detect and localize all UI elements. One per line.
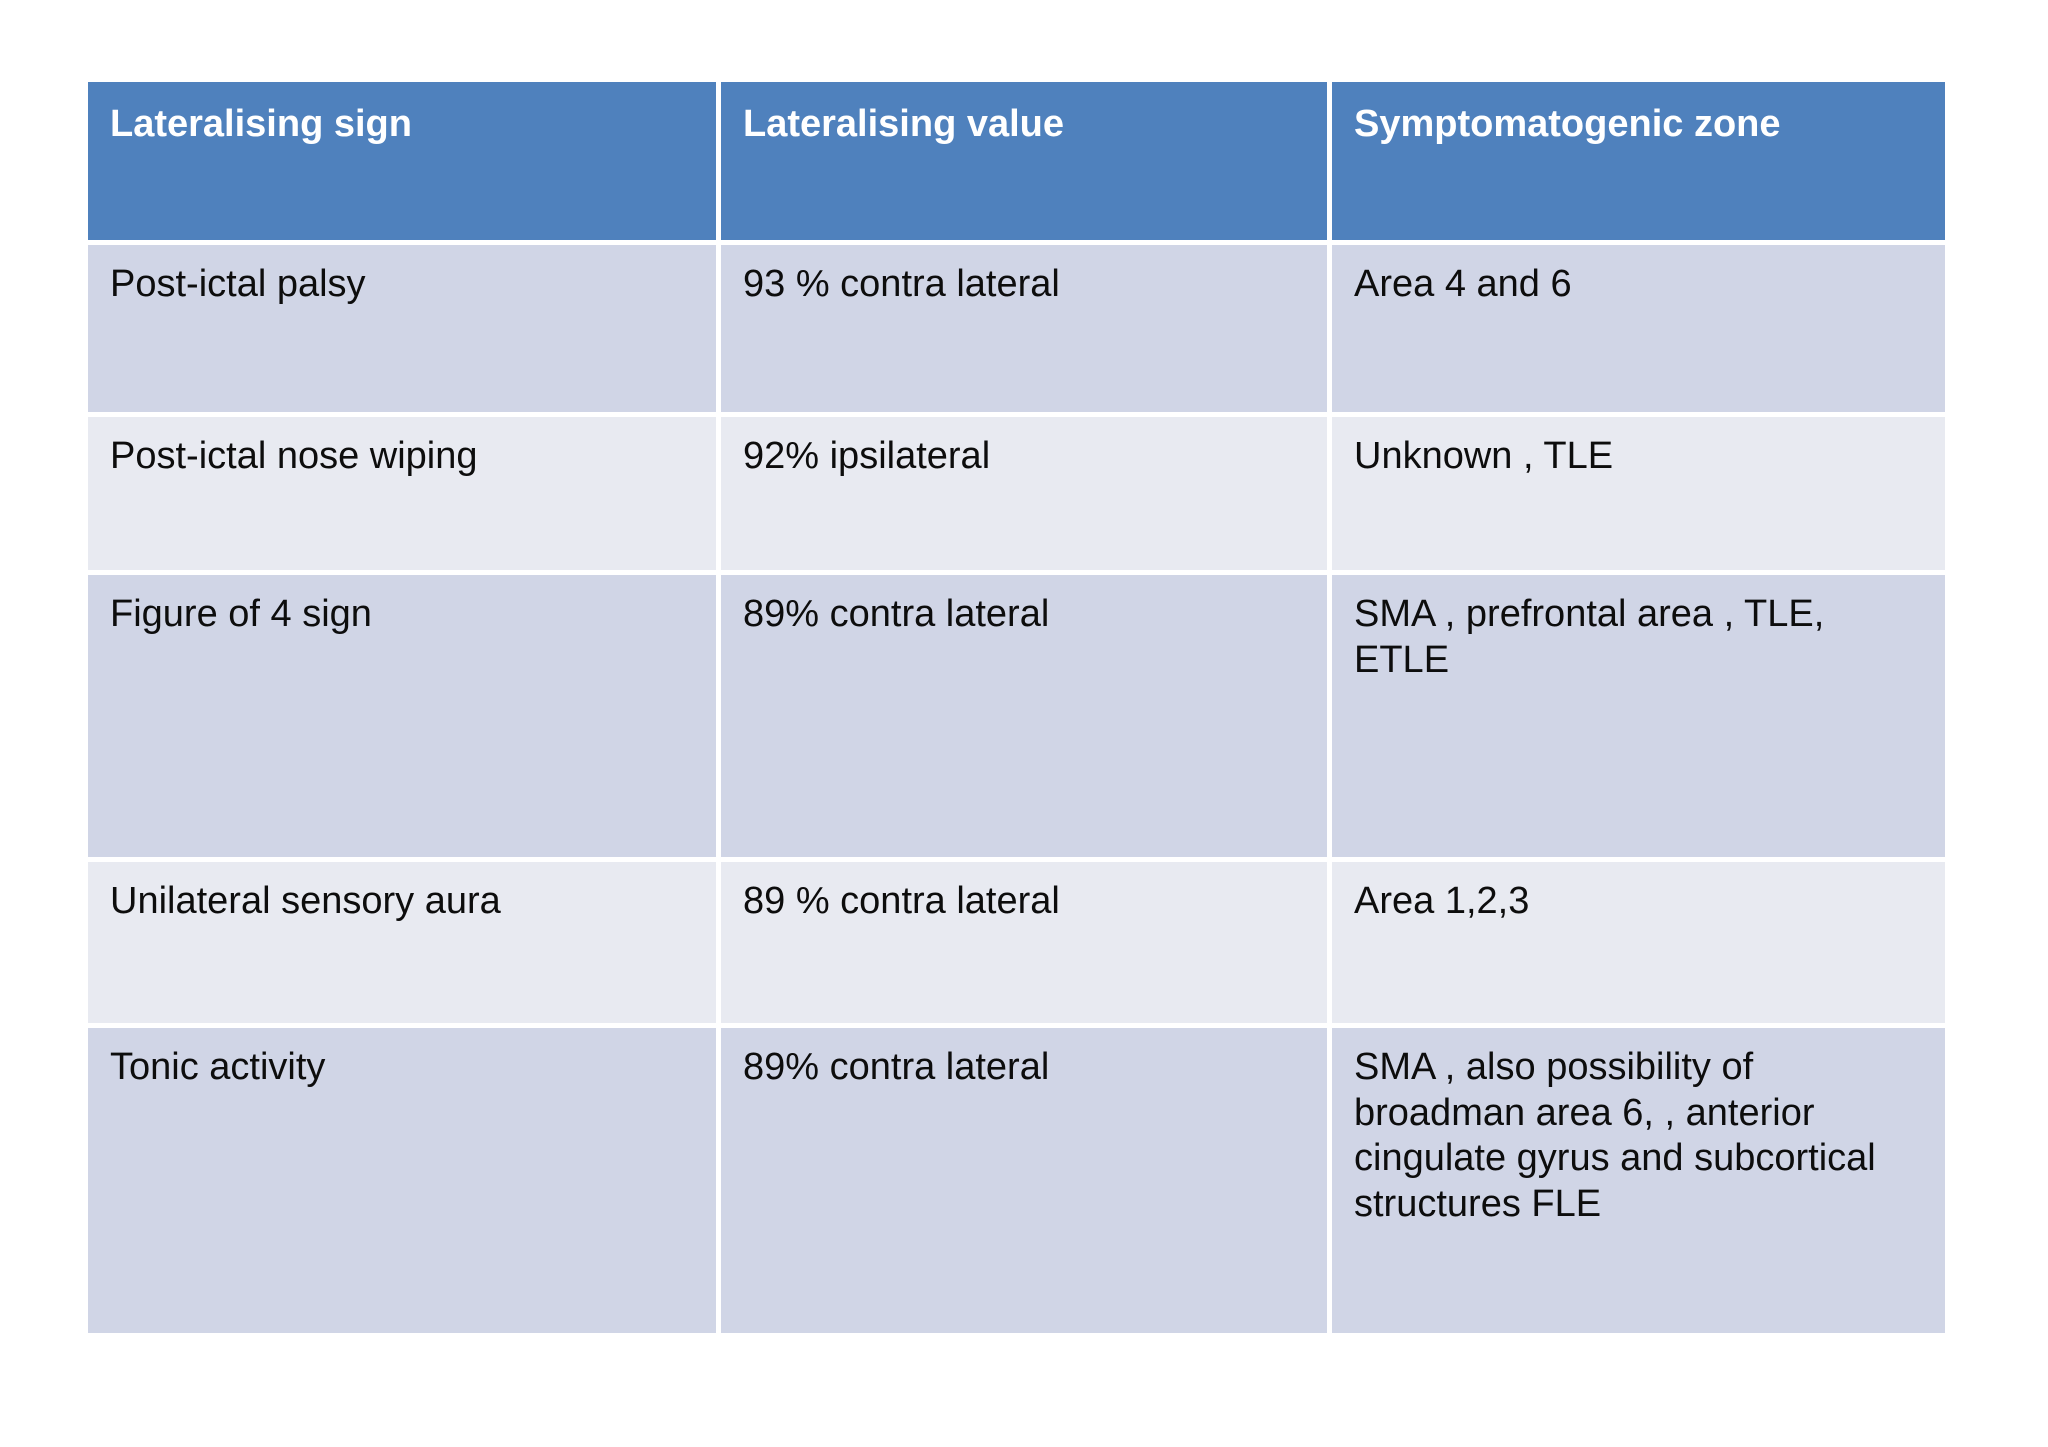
lateralising-signs-table: Lateralising sign Lateralising value Sym…	[88, 82, 1945, 1333]
cell-sign: Tonic activity	[88, 1028, 716, 1333]
cell-zone: Unknown , TLE	[1332, 417, 1945, 570]
cell-sign: Post-ictal palsy	[88, 245, 716, 412]
header-cell-lateralising-value: Lateralising value	[721, 82, 1327, 240]
cell-value: 92% ipsilateral	[721, 417, 1327, 570]
cell-value: 89% contra lateral	[721, 1028, 1327, 1333]
cell-value: 89 % contra lateral	[721, 862, 1327, 1023]
cell-zone: SMA , also possibility of broadman area …	[1332, 1028, 1945, 1333]
header-cell-symptomatogenic-zone: Symptomatogenic zone	[1332, 82, 1945, 240]
cell-zone: Area 4 and 6	[1332, 245, 1945, 412]
cell-value: 89% contra lateral	[721, 575, 1327, 857]
cell-value: 93 % contra lateral	[721, 245, 1327, 412]
cell-zone: SMA , prefrontal area , TLE, ETLE	[1332, 575, 1945, 857]
cell-sign: Unilateral sensory aura	[88, 862, 716, 1023]
cell-sign: Figure of 4 sign	[88, 575, 716, 857]
header-cell-lateralising-sign: Lateralising sign	[88, 82, 716, 240]
cell-sign: Post-ictal nose wiping	[88, 417, 716, 570]
cell-zone: Area 1,2,3	[1332, 862, 1945, 1023]
